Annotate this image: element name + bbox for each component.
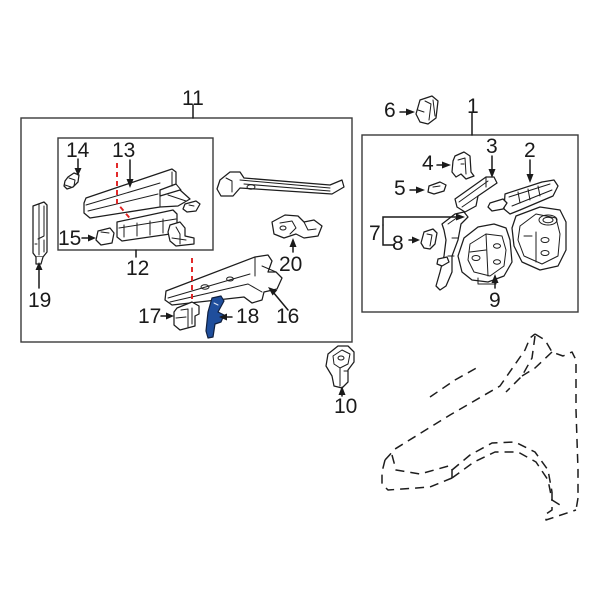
part-13-apron-upper-rail[interactable] [83, 168, 191, 219]
arrowhead-8 [412, 236, 420, 244]
group-label-1: 1 [467, 95, 479, 118]
callout-label-9: 9 [489, 289, 501, 312]
arrowhead-4 [442, 161, 451, 169]
part-10-mounting-bracket[interactable] [325, 345, 355, 389]
part-16-front-side-member-assembly[interactable] [164, 254, 283, 306]
callout-label-19: 19 [28, 289, 52, 312]
part-8-small-gusset[interactable] [420, 228, 438, 250]
arrowhead-16 [268, 287, 278, 296]
callout-label-8: 8 [392, 232, 404, 255]
part-gusset-lower-right[interactable] [167, 221, 195, 247]
arrowhead-6 [406, 108, 415, 116]
callout-label-16: 16 [276, 305, 300, 328]
leader-16 [272, 291, 289, 311]
part-2-apron-upper-member-outer[interactable] [487, 179, 559, 215]
arrowhead-18 [219, 313, 227, 321]
arrowhead-13 [126, 179, 134, 188]
part-18-side-member-reinforcement[interactable] [205, 295, 225, 339]
part-3-apron-upper-member-right[interactable] [454, 176, 498, 213]
arrowhead-15 [88, 234, 96, 242]
arrowhead-14 [74, 168, 82, 176]
part-long-upper-member[interactable] [216, 171, 345, 197]
part-19-pillar-extension[interactable] [32, 201, 48, 265]
part-20-crossmember-bracket[interactable] [271, 214, 323, 239]
callout-label-18: 18 [236, 305, 260, 328]
part-15-reinforcement-block[interactable] [95, 227, 115, 246]
part-14-bracket-small-left[interactable] [63, 172, 80, 190]
part-5-clip-retainer[interactable] [427, 181, 447, 195]
reference-line-13 [116, 163, 134, 223]
callout-label-15: 15 [58, 227, 82, 250]
callout-label-10: 10 [334, 395, 358, 418]
group-label-12: 12 [126, 257, 150, 280]
part-17-bracket-lower[interactable] [173, 301, 200, 331]
callout-label-5: 5 [394, 177, 406, 200]
leader-7-lower-arm [382, 224, 395, 246]
callout-label-7: 7 [369, 222, 381, 245]
callout-label-13: 13 [112, 139, 136, 162]
arrowhead-20 [289, 238, 297, 247]
arrowhead-3 [488, 169, 496, 178]
callout-label-2: 2 [524, 139, 536, 162]
callout-label-4: 4 [422, 152, 434, 175]
arrowhead-9 [491, 274, 499, 283]
callout-label-20: 20 [279, 253, 303, 276]
group-label-11: 11 [182, 87, 204, 110]
part-6-cowl-side-panel[interactable] [415, 95, 439, 125]
part-clip-upper-right[interactable] [182, 200, 201, 213]
part-apron-outer-wheelhouse[interactable] [511, 206, 567, 271]
callout-label-6: 6 [384, 99, 396, 122]
arrowhead-17 [166, 312, 174, 320]
part-4-hood-support-bracket[interactable] [451, 151, 475, 180]
leader-7 [382, 216, 460, 226]
callout-label-14: 14 [66, 139, 90, 162]
arrowhead-19 [35, 262, 43, 270]
arrowhead-2 [526, 174, 534, 183]
callout-label-17: 17 [138, 305, 162, 328]
callout-label-3: 3 [486, 135, 498, 158]
arrowhead-7 [456, 213, 465, 221]
front-fender-outline[interactable] [381, 333, 579, 521]
arrowhead-5 [416, 186, 425, 194]
arrowhead-10 [338, 386, 346, 395]
part-9-wheelhouse-inner-panel[interactable] [457, 223, 513, 285]
